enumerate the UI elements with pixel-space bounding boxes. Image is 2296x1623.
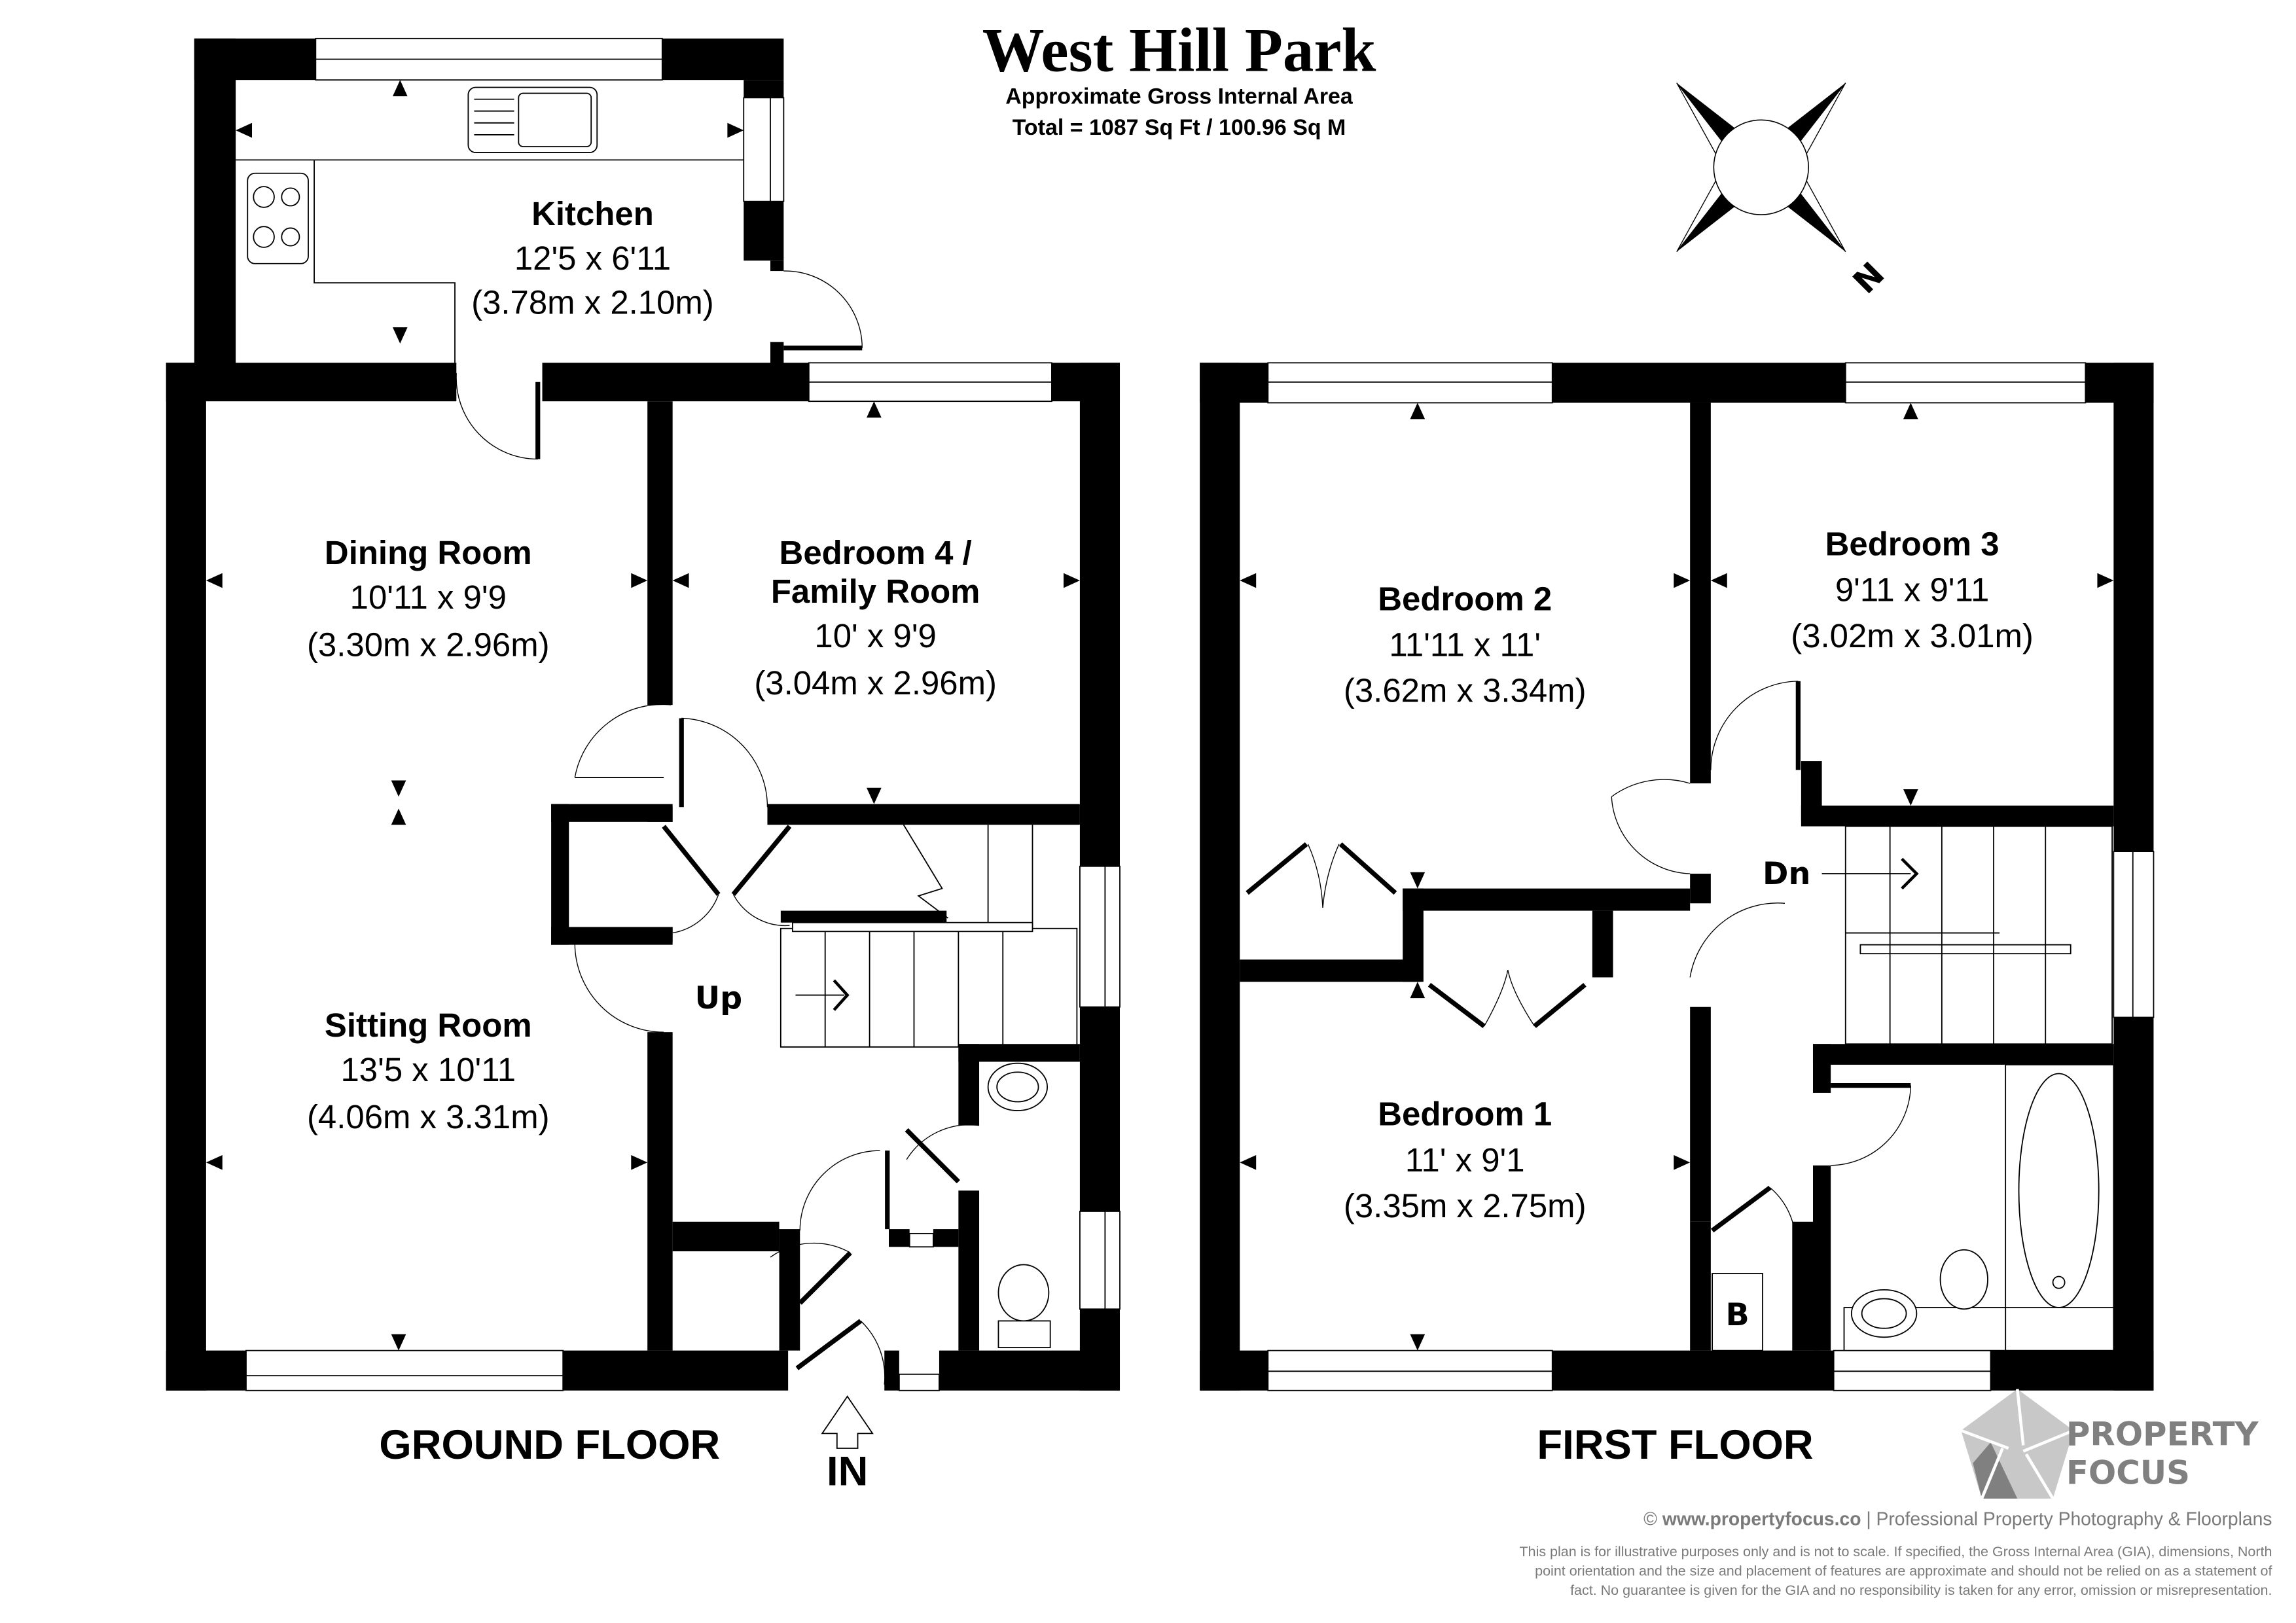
room-name: Bedroom 1: [1378, 1096, 1552, 1133]
room-name: Family Room: [771, 573, 980, 610]
tagline: | Professional Property Photography & Fl…: [1861, 1508, 2272, 1529]
room-sitting: Sitting Room 13'5 x 10'11 (4.06m x 3.31m…: [307, 1007, 550, 1135]
room-dim-metric: (3.30m x 2.96m): [307, 626, 550, 663]
hob-icon: [247, 172, 309, 264]
wc-window: [1079, 1211, 1121, 1310]
boiler-label: B: [1725, 1297, 1749, 1333]
room-name: Bedroom 3: [1825, 526, 2000, 563]
room-dim-metric: (3.04m x 2.96m): [754, 664, 997, 702]
room-dim-imperial: 11' x 9'1: [1405, 1141, 1525, 1179]
room-name: Bedroom 4 /: [780, 534, 972, 571]
room-bedroom-4: Bedroom 4 / Family Room 10' x 9'9 (3.04m…: [754, 534, 997, 702]
dimension-markers: [206, 80, 1080, 1351]
room-dim-imperial: 12'5 x 6'11: [514, 240, 671, 277]
website-link[interactable]: www.propertyfocus.co: [1662, 1508, 1861, 1529]
first-floor-label: FIRST FLOOR: [1537, 1422, 1813, 1468]
room-dim-imperial: 10' x 9'9: [814, 617, 936, 654]
bath-icon: [2005, 1064, 2115, 1351]
room-kitchen: Kitchen 12'5 x 6'11 (3.78m x 2.10m): [471, 195, 714, 321]
first-stairs: [1821, 825, 2113, 1045]
total-area: Total = 1087 Sq Ft / 100.96 Sq M: [1013, 115, 1346, 140]
room-dim-metric: (3.02m x 3.01m): [1791, 617, 2034, 654]
bedroom1-window: [1267, 1349, 1553, 1391]
logo-line2: FOCUS: [2066, 1454, 2190, 1491]
copyright-symbol: ©: [1643, 1508, 1662, 1529]
disclaimer-line-1: This plan is for illustrative purposes o…: [1519, 1544, 2272, 1560]
room-bedroom-1: Bedroom 1 11' x 9'1 (3.35m x 2.75m): [1344, 1096, 1587, 1224]
front-door: [860, 1320, 886, 1385]
room-dim-metric: (4.06m x 3.31m): [307, 1098, 550, 1135]
logo-line1: PROPERTY: [2066, 1415, 2259, 1453]
room-bedroom-3: Bedroom 3 9'11 x 9'11 (3.02m x 3.01m): [1791, 526, 2034, 654]
aperture-logo-icon: [1960, 1389, 2075, 1500]
room-name: Sitting Room: [325, 1007, 532, 1044]
north-label: N: [1846, 255, 1892, 300]
bedroom2-window: [1267, 362, 1553, 404]
sitting-room-door: [574, 943, 664, 1033]
room-bedroom-2: Bedroom 2 11'11 x 11' (3.62m x 3.34m): [1344, 580, 1587, 709]
property-title: West Hill Park: [982, 16, 1376, 85]
bedroom3-window: [1844, 362, 2087, 404]
bedroom4-door-arc: [574, 704, 672, 778]
ground-floor-plan: Up: [166, 37, 1121, 1495]
boiler-cupboard: [1712, 1273, 1763, 1351]
room-dim-metric: (3.78m x 2.10m): [471, 284, 714, 321]
room-name: Bedroom 2: [1378, 580, 1552, 617]
room-dim-imperial: 11'11 x 11': [1389, 626, 1541, 663]
room-dim-imperial: 13'5 x 10'11: [340, 1051, 516, 1088]
brand-logo: PROPERTY FOCUS: [1960, 1389, 2259, 1500]
stairs-up-label: Up: [695, 980, 743, 1016]
bath-toilet-icon: [1939, 1249, 1988, 1310]
footer: © www.propertyfocus.co | Professional Pr…: [1519, 1508, 2272, 1598]
room-dim-metric: (3.62m x 3.34m): [1344, 672, 1587, 709]
toilet-icon: [997, 1264, 1050, 1322]
copyright-line: © www.propertyfocus.co | Professional Pr…: [1643, 1508, 2272, 1529]
area-subtitle: Approximate Gross Internal Area: [1005, 84, 1354, 109]
kitchen-dining-door: [456, 373, 538, 460]
stairs-down-label: Dn: [1763, 856, 1810, 892]
sitting-room-window: [245, 1349, 564, 1391]
room-name: Dining Room: [325, 534, 532, 571]
landing-window: [2113, 851, 2155, 1018]
room-dining: Dining Room 10'11 x 9'9 (3.30m x 2.96m): [307, 534, 550, 663]
hall-door-arc: [681, 717, 768, 808]
hall-window: [1079, 865, 1121, 1008]
room-dim-imperial: 9'11 x 9'11: [1835, 571, 1990, 609]
room-dim-imperial: 10'11 x 9'9: [350, 579, 507, 616]
room-name: Kitchen: [531, 195, 654, 232]
basin-icon: [987, 1062, 1049, 1111]
room-dim-metric: (3.35m x 2.75m): [1344, 1187, 1587, 1224]
kitchen-window-side: [743, 97, 785, 202]
header: West Hill Park Approximate Gross Interna…: [982, 16, 1376, 140]
kitchen-back-door: [783, 270, 863, 348]
bath-basin-icon: [1850, 1289, 1918, 1338]
ground-floor-label: GROUND FLOOR: [379, 1422, 720, 1468]
entrance-arrow-icon: [821, 1395, 874, 1449]
first-floor-plan: B Dn: [1200, 362, 2155, 1468]
dimension-markers-first: [1240, 402, 2114, 1351]
ground-stairs: [780, 824, 1078, 1048]
compass-icon: N: [1676, 82, 1892, 301]
bathroom-window: [1833, 1349, 1992, 1391]
disclaimer-line-3: fact. No guarantee is given for the GIA …: [1570, 1582, 2272, 1598]
bedroom2-door: [1611, 796, 1691, 874]
disclaimer-line-2: point orientation and the size and place…: [1535, 1563, 2272, 1579]
entrance-label: IN: [827, 1449, 868, 1495]
